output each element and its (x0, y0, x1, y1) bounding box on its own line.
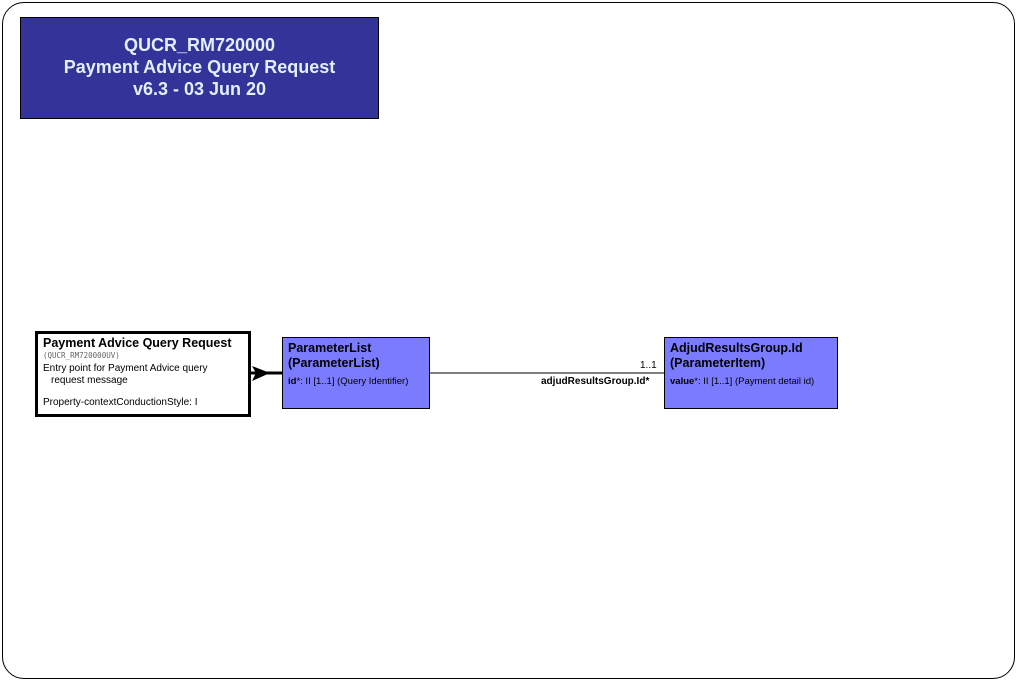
model-id: QUCR_RM720000 (123, 35, 276, 55)
class-parameterlist-type: (ParameterList) (288, 356, 380, 370)
model-version: v6.3 - 03 Jun 20 (132, 79, 267, 99)
entry-point-code: (QUCR_RM720000UV) (43, 351, 120, 360)
class-parameterlist[interactable]: ParameterList (ParameterList) id*: II [1… (282, 337, 430, 409)
class-adjudresultsgroup-name: AdjudResultsGroup.Id (670, 341, 803, 355)
entry-point-property: Property-contextConductionStyle: I (43, 397, 198, 408)
association-role: adjudResultsGroup.Id* (541, 376, 650, 387)
association-multiplicity: 1..1 (640, 360, 657, 371)
attribute-name: value (670, 376, 695, 387)
diagram-title-box: QUCR_RM720000 Payment Advice Query Reque… (20, 17, 379, 119)
model-name: Payment Advice Query Request (63, 57, 336, 77)
entry-point-description-line1: Entry point for Payment Advice query (43, 363, 208, 374)
class-adjudresultsgroup-id[interactable]: AdjudResultsGroup.Id (ParameterItem) val… (664, 337, 838, 409)
class-parameterlist-name: ParameterList (288, 341, 372, 355)
entry-point-description-line2: request message (51, 375, 128, 386)
attribute-name: id (288, 376, 297, 387)
class-adjudresultsgroup-attribute: value*: II [1..1] (Payment detail id) (670, 376, 832, 388)
attribute-detail: *: II [1..1] (Payment detail id) (694, 376, 815, 387)
entry-point-title: Payment Advice Query Request (43, 336, 232, 350)
class-adjudresultsgroup-type: (ParameterItem) (670, 356, 766, 370)
class-parameterlist-attribute: id*: II [1..1] (Query Identifier) (288, 376, 424, 388)
entry-point-description: Entry point for Payment Advice query req… (43, 363, 243, 387)
entry-point-box[interactable]: Payment Advice Query Request (QUCR_RM720… (35, 331, 251, 417)
attribute-detail: *: II [1..1] (Query Identifier) (296, 376, 409, 387)
